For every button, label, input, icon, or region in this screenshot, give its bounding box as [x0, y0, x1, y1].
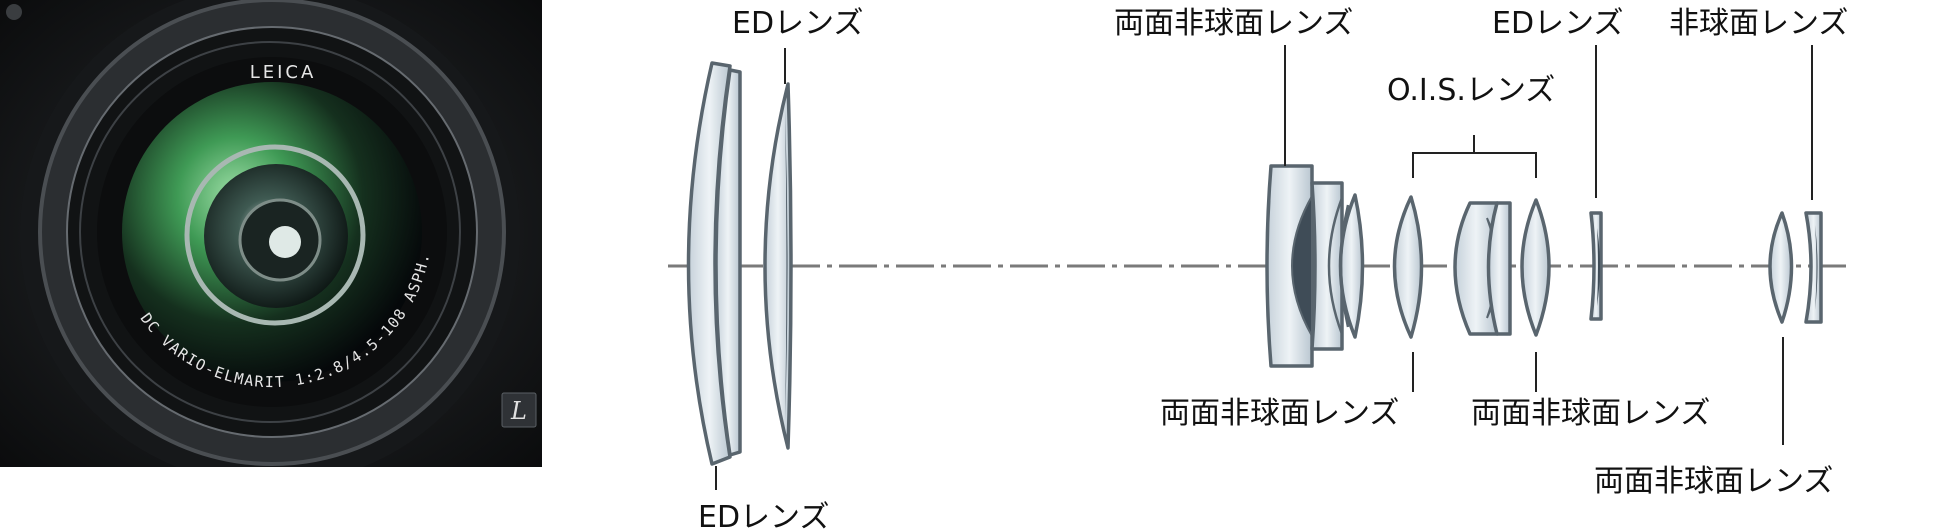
- leica-l-logo-badge: [501, 392, 537, 428]
- lens-element-7-double-aspheric: [1392, 195, 1424, 339]
- lens-element-6: [1338, 193, 1365, 339]
- lens-element-4-barrel: [1265, 164, 1314, 368]
- label-ed-lens-top-1: EDレンズ: [732, 6, 863, 41]
- camera-lens-photo: LEICA DC VARIO-ELMARIT 1:2.8/4.5-108 ASP…: [0, 0, 542, 467]
- lens-element-9: [1486, 201, 1512, 336]
- lens-element-2: [714, 68, 742, 457]
- label-double-aspheric-bottom-2: 両面非球面レンズ: [1471, 396, 1710, 431]
- lens-element-13-dark: [1815, 225, 1818, 310]
- lens-element-12-double-aspheric: [1768, 211, 1794, 324]
- label-double-aspheric-bottom-1: 両面非球面レンズ: [1160, 396, 1399, 431]
- lens-element-3-ed: [763, 82, 793, 450]
- lens-element-6-front: [1339, 204, 1350, 328]
- lens-element-8: [1453, 201, 1499, 336]
- lens-element-3-dark-face: [785, 110, 788, 420]
- leader-lines: [715, 45, 1813, 490]
- label-aspheric-top: 非球面レンズ: [1669, 6, 1848, 41]
- lens-element-10-double-aspheric: [1520, 198, 1551, 337]
- label-ed-lens-bottom: EDレンズ: [698, 500, 829, 530]
- corner-logo-text: L: [510, 397, 527, 425]
- lens-element-5-inner: [1327, 197, 1344, 335]
- lens-element-13-aspheric: [1804, 211, 1823, 324]
- lens-element-11-dark: [1597, 228, 1600, 306]
- label-double-aspheric-top: 両面非球面レンズ: [1114, 6, 1353, 41]
- lens-construction-diagram: EDレンズ EDレンズ 両面非球面レンズ O.I.S.レンズ EDレンズ 非球面…: [668, 6, 1848, 530]
- lens-element-4-dark: [1291, 192, 1313, 340]
- label-ed-lens-top-2: EDレンズ: [1492, 6, 1623, 41]
- label-ois-lens: O.I.S.レンズ: [1387, 73, 1555, 108]
- label-double-aspheric-bottom-3: 両面非球面レンズ: [1594, 464, 1833, 499]
- lens-brand-text: LEICA: [250, 62, 317, 83]
